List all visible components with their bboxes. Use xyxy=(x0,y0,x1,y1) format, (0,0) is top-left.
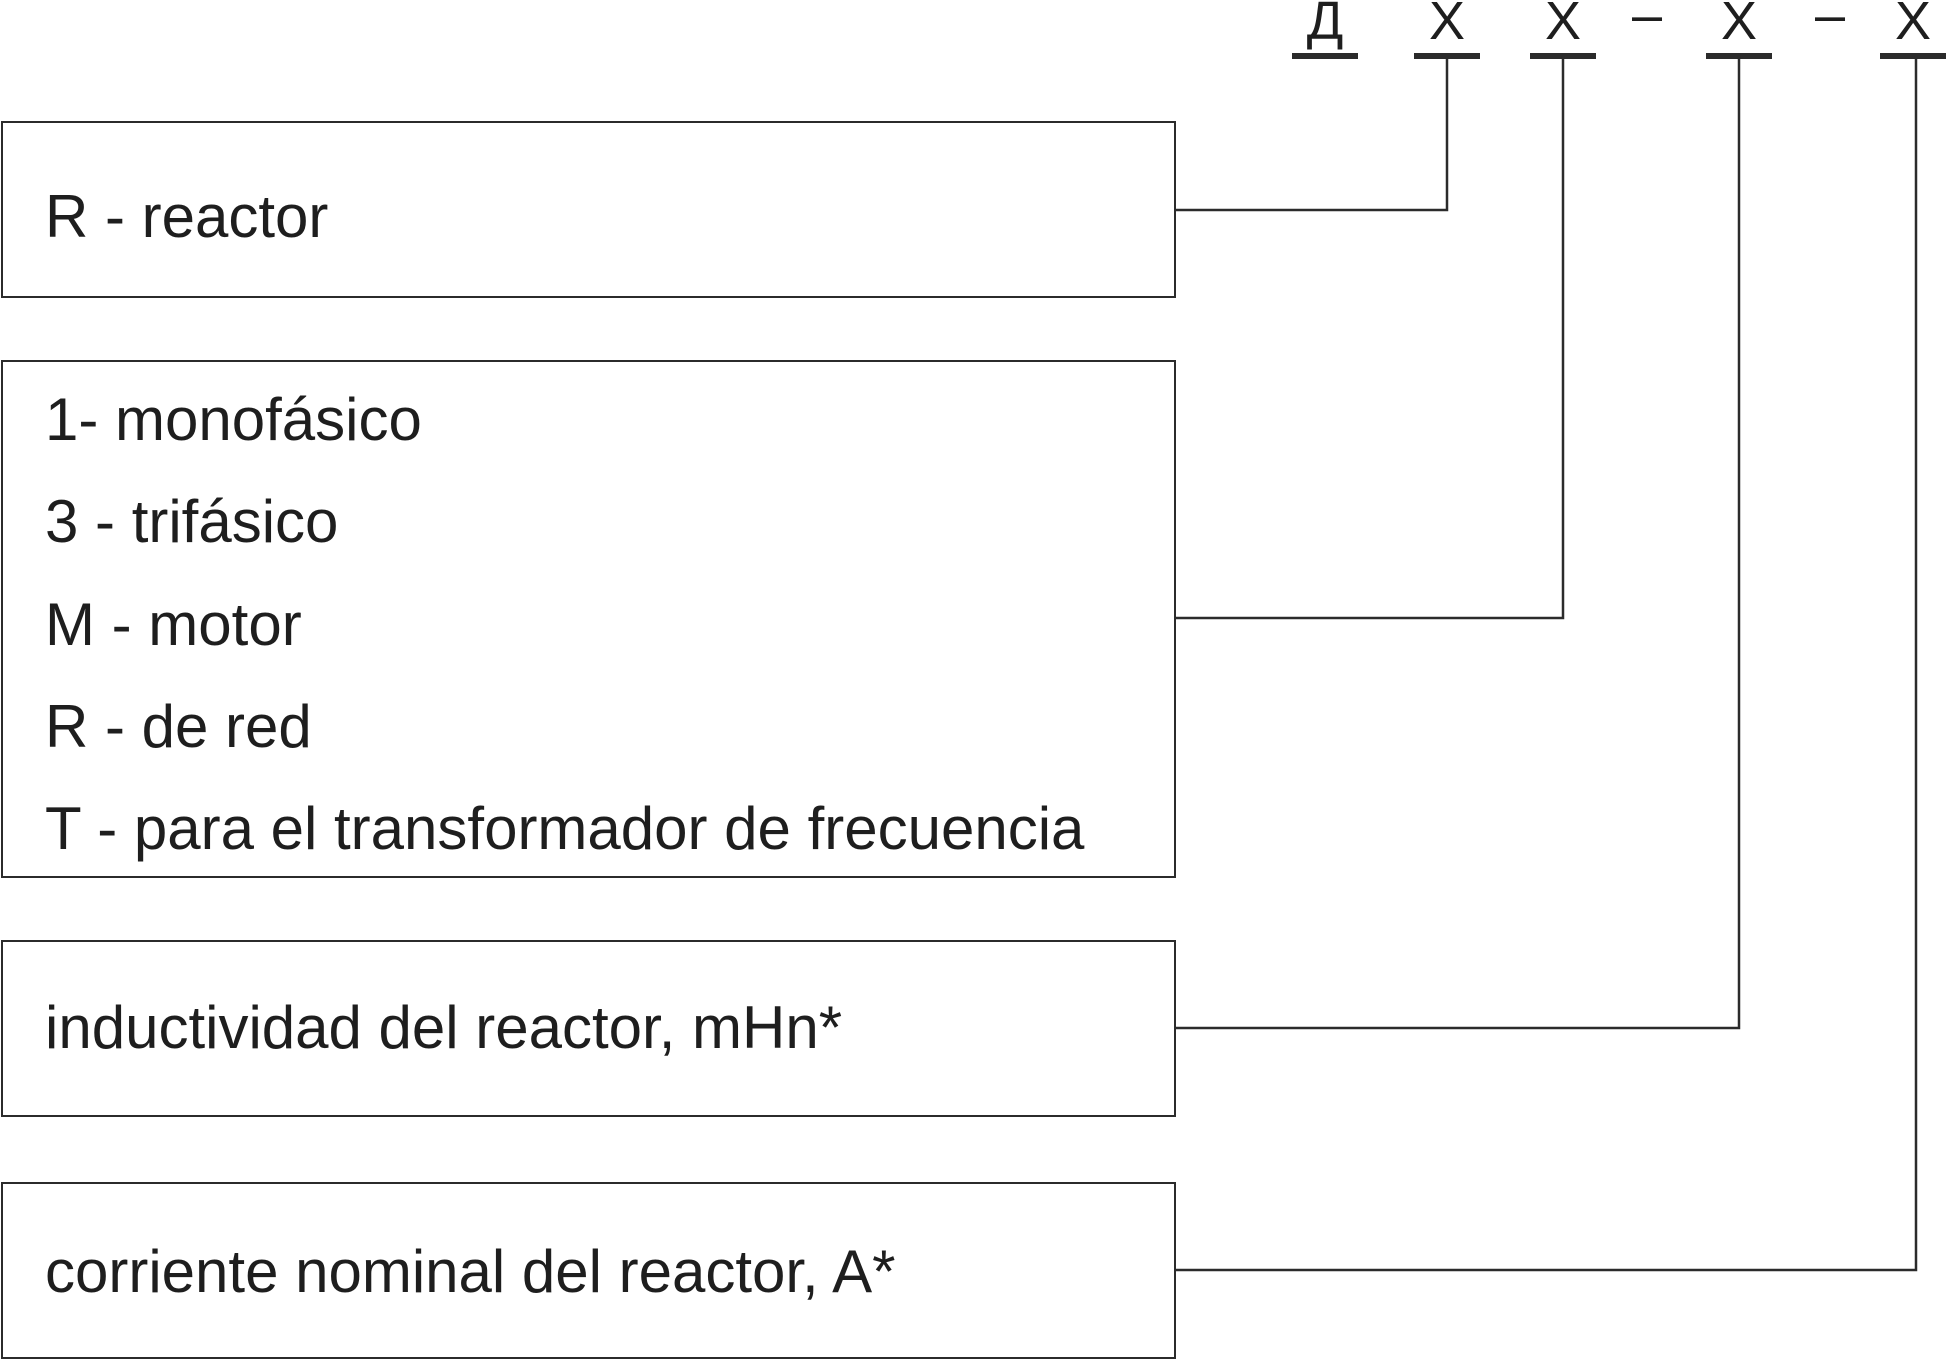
legend-text: M - motor xyxy=(45,591,302,658)
connector-reactor xyxy=(1176,56,1449,212)
connector-current xyxy=(1176,56,1918,1272)
legend-text: inductividad del reactor, mHn* xyxy=(45,994,843,1061)
legend-text: R - reactor xyxy=(45,183,329,250)
code-separator-2: – xyxy=(1815,0,1846,45)
code-separator-1: – xyxy=(1632,0,1663,45)
legend-box-type: 1- monofásico 3 - trifásico M - motor R … xyxy=(1,360,1176,878)
legend-text: 3 - trifásico xyxy=(45,488,339,555)
code-char-x1: X xyxy=(1428,0,1466,51)
legend-box-reactor: R - reactor xyxy=(1,121,1176,298)
code-char-x2: X xyxy=(1544,0,1582,51)
legend-text: 1- monofásico xyxy=(45,386,422,453)
code-char-x4: X xyxy=(1894,0,1932,51)
legend-text: corriente nominal del reactor, A* xyxy=(45,1238,896,1305)
code-char-x3: X xyxy=(1720,0,1758,51)
legend-box-inductance: inductividad del reactor, mHn* xyxy=(1,940,1176,1117)
code-char-d: Д xyxy=(1306,0,1344,51)
connector-inductance xyxy=(1176,56,1741,1030)
connector-type xyxy=(1176,56,1565,620)
legend-text: R - de red xyxy=(45,693,312,760)
legend-box-current: corriente nominal del reactor, A* xyxy=(1,1182,1176,1359)
legend-text: T - para el transformador de frecuencia xyxy=(45,795,1085,862)
